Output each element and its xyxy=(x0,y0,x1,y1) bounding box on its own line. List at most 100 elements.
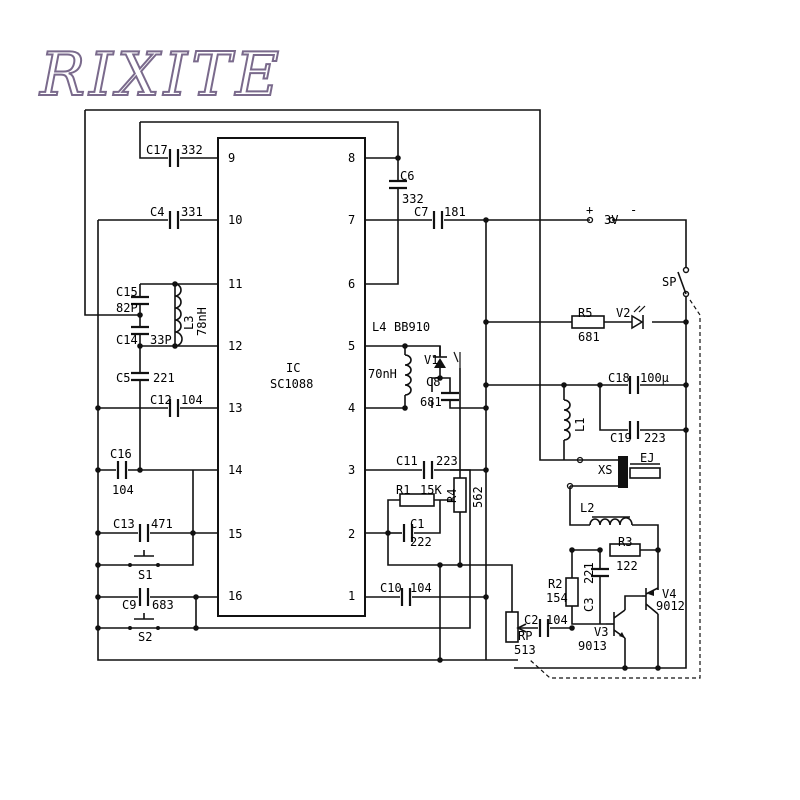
resistor-r1 xyxy=(399,493,435,507)
value-c13: 471 xyxy=(151,517,173,531)
pin-4: 4 xyxy=(348,401,355,415)
label-c8: C8 xyxy=(426,375,440,389)
cap-c4 xyxy=(168,211,180,229)
inductor-l1 xyxy=(563,399,571,441)
pin-13: 13 xyxy=(228,401,242,415)
value-v3: 9013 xyxy=(578,639,607,653)
value-c1: 222 xyxy=(410,535,432,549)
watermark-logo: RIXITE xyxy=(39,40,283,110)
label-v4: V4 xyxy=(662,587,676,601)
led-v2 xyxy=(631,305,646,330)
earphone-jack-ej xyxy=(566,456,661,490)
value-c12: 104 xyxy=(181,393,203,407)
cap-c18 xyxy=(628,376,640,394)
label-c13: C13 xyxy=(113,517,135,531)
label-v1: V1 xyxy=(424,353,438,367)
value-v4: 9012 xyxy=(656,599,685,613)
pin-14: 14 xyxy=(228,463,242,477)
varactor-v1 xyxy=(433,346,461,368)
value-c17: 332 xyxy=(181,143,203,157)
label-c5: C5 xyxy=(116,371,130,385)
label-v2: V2 xyxy=(616,306,630,320)
value-r3: 122 xyxy=(616,559,638,573)
cap-c6 xyxy=(389,179,407,190)
value-c19: 223 xyxy=(644,431,666,445)
label-r2: R2 xyxy=(548,577,562,591)
cap-c5 xyxy=(131,371,149,382)
value-r1: 15K xyxy=(420,483,442,497)
pin-10: 10 xyxy=(228,213,242,227)
value-rp: 513 xyxy=(514,643,536,657)
switch-sp xyxy=(677,266,690,298)
label-l3: L3 xyxy=(182,316,196,330)
pin-1: 1 xyxy=(348,589,355,603)
value-c5: 221 xyxy=(153,371,175,385)
pin-2: 2 xyxy=(348,527,355,541)
value-r4: 562 xyxy=(471,486,485,508)
value-c10: 104 xyxy=(410,581,432,595)
value-c15: 82P xyxy=(116,301,138,315)
value-c8: 681 xyxy=(420,395,442,409)
label-c10: C10 xyxy=(380,581,402,595)
cap-c19 xyxy=(628,421,640,439)
pin-8: 8 xyxy=(348,151,355,165)
cap-c2 xyxy=(538,619,550,637)
label-v3: V3 xyxy=(594,625,608,639)
value-l4: 70nH xyxy=(368,367,397,381)
label-c16: C16 xyxy=(110,447,132,461)
value-c2: 104 xyxy=(546,613,568,627)
cap-c17 xyxy=(168,149,180,167)
cap-c16 xyxy=(116,461,128,479)
cap-c12 xyxy=(168,399,180,417)
cap-c3 xyxy=(591,567,609,578)
pin-11: 11 xyxy=(228,277,242,291)
cap-c9 xyxy=(138,588,150,606)
label-c2: C2 xyxy=(524,613,538,627)
label-sp: SP xyxy=(662,275,676,289)
label-l1: L1 xyxy=(573,418,587,432)
value-c3: 221 xyxy=(582,562,596,584)
label-c14: C14 xyxy=(116,333,138,347)
cap-c13 xyxy=(138,524,150,542)
value-c16: 104 xyxy=(112,483,134,497)
pin-6: 6 xyxy=(348,277,355,291)
resistor-r4 xyxy=(453,477,467,513)
battery-minus: - xyxy=(630,203,637,217)
pin-9: 9 xyxy=(228,151,235,165)
transistor-v4 xyxy=(642,587,659,615)
value-l3: 78nH xyxy=(195,307,209,336)
label-s1: S1 xyxy=(138,568,152,582)
transistor-v3 xyxy=(613,609,626,639)
resistor-r3 xyxy=(609,543,641,557)
battery-plus: + xyxy=(586,203,593,217)
pin-16: 16 xyxy=(228,589,242,603)
wires-left xyxy=(84,109,580,661)
label-ej: EJ xyxy=(640,451,654,465)
switch-s1 xyxy=(128,550,160,567)
label-s2: S2 xyxy=(138,630,152,644)
label-bb910: BB910 xyxy=(394,320,430,334)
resistor-r2 xyxy=(565,577,579,607)
labels: C17 332 C6 332 C4 331 C7 181 + 3V - SP C… xyxy=(110,143,685,657)
pin-5: 5 xyxy=(348,339,355,353)
label-c17: C17 xyxy=(146,143,168,157)
pin-7: 7 xyxy=(348,213,355,227)
cap-c14 xyxy=(131,325,149,336)
label-l2: L2 xyxy=(580,501,594,515)
value-c7: 181 xyxy=(444,205,466,219)
battery-voltage: 3V xyxy=(604,213,618,227)
cap-c1 xyxy=(402,524,414,542)
value-c14: 33P xyxy=(150,333,172,347)
value-c4: 331 xyxy=(181,205,203,219)
value-c6: 332 xyxy=(402,192,424,206)
label-rp: RP xyxy=(518,629,532,643)
value-c18: 100µ xyxy=(640,371,669,385)
wires-far-right xyxy=(486,296,701,679)
cap-c8 xyxy=(441,391,459,402)
label-c9: C9 xyxy=(122,598,136,612)
label-c1: C1 xyxy=(410,517,424,531)
inductor-l2 xyxy=(589,517,633,526)
inductor-l3 xyxy=(174,283,183,347)
